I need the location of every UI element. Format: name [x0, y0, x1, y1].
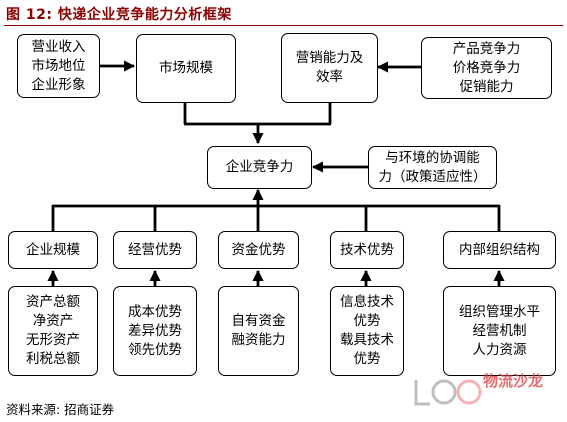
watermark-logo	[414, 379, 482, 406]
box-organization-structure: 内部组织结构	[443, 231, 556, 269]
figure-title: 图 12: 快递企业竞争能力分析框架	[6, 7, 232, 23]
title-divider	[4, 25, 563, 26]
box-market-scale: 市场规模	[136, 34, 236, 103]
box-cost-advantage: 成本优势 差异优势 领先优势	[113, 286, 197, 376]
box-capital-advantage: 资金优势	[218, 231, 299, 269]
box-environment: 与环境的协调能 力（政策适应性）	[368, 146, 497, 189]
box-management: 组织管理水平 经营机制 人力资源	[443, 286, 556, 376]
box-operation-advantage: 经营优势	[113, 231, 197, 269]
watermark-text: 物流沙龙	[483, 372, 544, 390]
box-marketing: 营销能力及 效率	[281, 33, 378, 103]
box-revenue: 营业收入 市场地位 企业形象	[17, 34, 100, 98]
box-product: 产品竞争力 价格竞争力 促销能力	[421, 37, 552, 99]
box-enterprise-scale: 企业规模	[8, 231, 98, 269]
box-assets: 资产总额 净资产 无形资产 利税总额	[8, 286, 98, 376]
box-financing: 自有资金 融资能力	[218, 286, 299, 376]
box-technology-advantage: 技术优势	[330, 231, 404, 269]
box-competitiveness: 企业竞争力	[207, 146, 312, 189]
source-note: 资料来源: 招商证券	[6, 402, 115, 417]
box-info-tech: 信息技术 优势 载具技术 优势	[330, 286, 404, 376]
